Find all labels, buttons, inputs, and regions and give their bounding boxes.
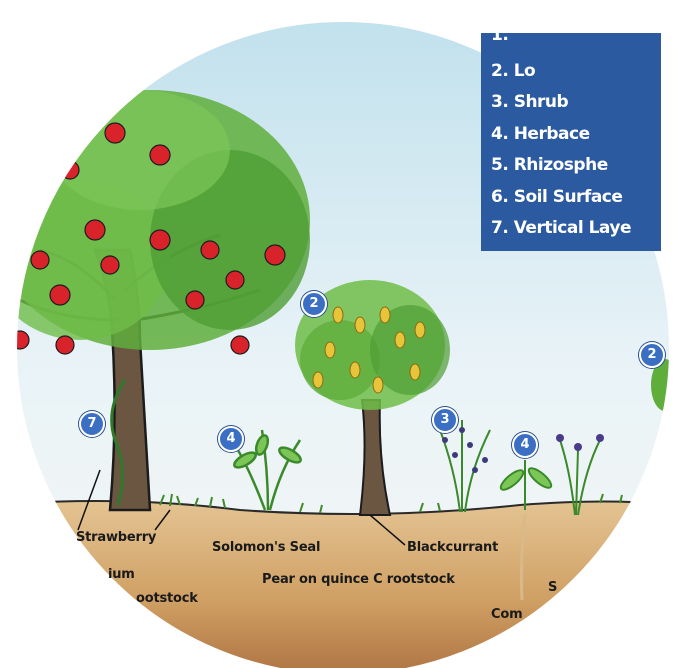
layers-legend: 1. 2. Lo 3. Shrub 4. Herbace 5. Rhizosph… [481,33,661,251]
legend-item-3: 3. Shrub [491,92,568,112]
label-strawberry: Strawberry [76,530,156,545]
layer-badge-shrub: 3 [432,407,458,433]
layer-badge-low-tree-2: 2 [639,342,665,368]
legend-item-6: 6. Soil Surface [491,187,622,207]
legend-item-5: 5. Rhizosphe [491,155,608,175]
layer-badge-herbaceous-2: 4 [512,432,538,458]
legend-item-4: 4. Herbace [491,124,590,144]
legend-item-7: 7. Vertical Laye [491,218,631,238]
legend-item-1: 1. [491,33,508,45]
label-s: S [548,580,557,595]
layer-badge-low-tree: 2 [301,291,327,317]
label-solomons-seal: Solomon's Seal [212,540,320,555]
layer-badge-vertical: 7 [79,411,105,437]
label-rootstock: ootstock [136,591,198,606]
label-pear: Pear on quince C rootstock [262,572,455,587]
legend-item-2: 2. Lo [491,61,535,81]
label-comfrey: Com [491,607,522,622]
label-blackcurrant: Blackcurrant [407,540,498,555]
label-ium: ium [108,567,135,582]
layer-badge-herbaceous: 4 [218,426,244,452]
